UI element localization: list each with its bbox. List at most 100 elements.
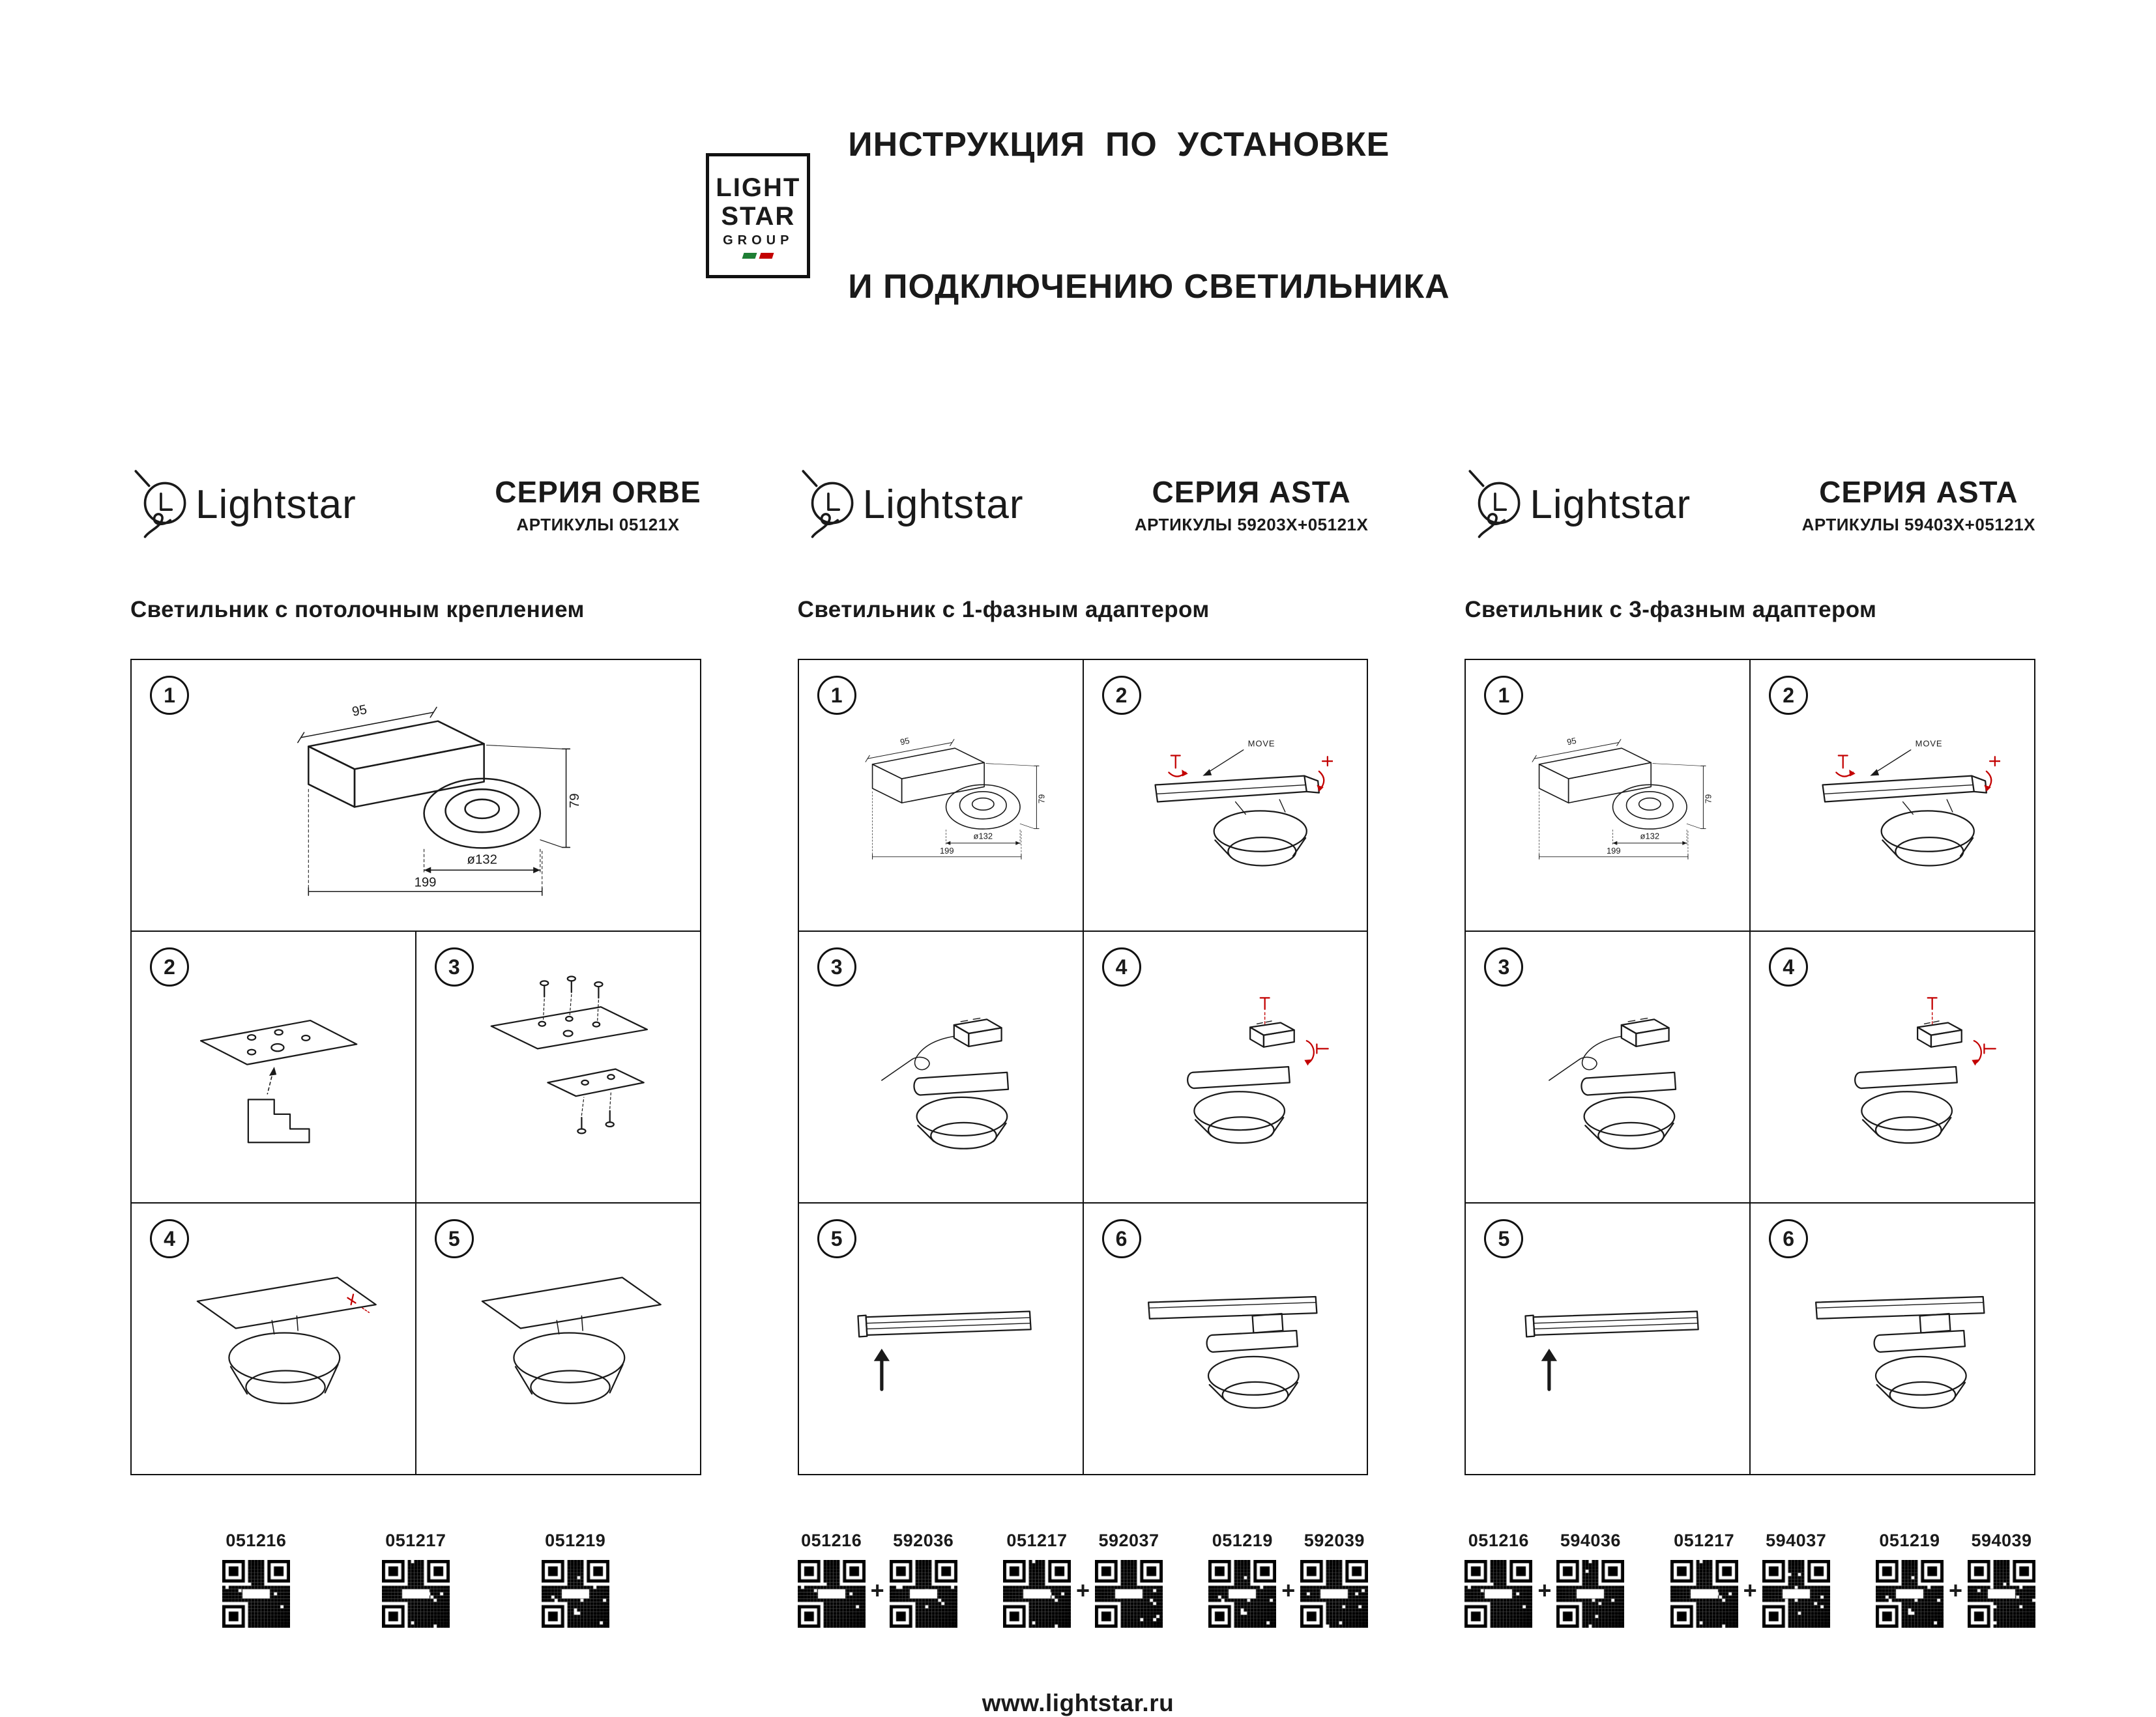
- plus-sign: +: [1948, 1577, 1962, 1604]
- adapter-fixing-drawing: [1854, 997, 1996, 1144]
- qr-code: [1208, 1560, 1277, 1628]
- fixture-dimensions-drawing: 95 79 ø132 199: [864, 736, 1046, 860]
- qr-code-pair: 051217 + 594037: [1670, 1531, 1830, 1628]
- instruction-columns: Lightstar СЕРИЯ ORBE АРТИКУЛЫ 05121X Све…: [0, 467, 2156, 1628]
- fixture-dimensions-drawing: 95 79 ø132 199: [297, 702, 582, 897]
- step-number: 5: [817, 1219, 856, 1259]
- step-number: 1: [817, 676, 856, 715]
- qr-code-block: 051216: [1464, 1531, 1533, 1628]
- step-cell: 1 95 79 ø132 199: [132, 660, 700, 931]
- qr-code: [1002, 1560, 1071, 1628]
- brand-name: Lightstar: [196, 482, 357, 527]
- adapter-wiring-drawing: [1548, 1017, 1676, 1149]
- step-cell: 3: [416, 932, 700, 1203]
- svg-text:95: 95: [899, 736, 910, 747]
- adapter-fixing-drawing: [1186, 997, 1329, 1144]
- brand-name: Lightstar: [1530, 482, 1691, 527]
- svg-text:199: 199: [1607, 846, 1621, 856]
- page-header: LIGHT STAR GROUP ИНСТРУКЦИЯ ПО УСТАНОВКЕ…: [0, 26, 2156, 405]
- page-title-line1: ИНСТРУКЦИЯ ПО УСТАНОВКЕ: [848, 125, 1390, 164]
- qr-code: [541, 1560, 609, 1628]
- series-name: СЕРИЯ ORBE: [495, 474, 701, 509]
- fixture-on-track-drawing: [1147, 1295, 1318, 1409]
- column-subtitle: Светильник с потолочным креплением: [130, 597, 585, 623]
- qr-code: [1670, 1560, 1738, 1628]
- article-number: 594037: [1766, 1531, 1827, 1551]
- article-number: 592039: [1304, 1531, 1365, 1551]
- lightstar-bulb-icon: [1468, 470, 1521, 539]
- qr-codes-row: 051216 051217 051219: [130, 1531, 701, 1628]
- qr-code: [222, 1560, 290, 1628]
- qr-code-block: 594036: [1556, 1531, 1625, 1628]
- step-cell: 4: [132, 1204, 415, 1475]
- series-name: СЕРИЯ ASTA: [1152, 474, 1351, 509]
- step-number: 4: [1101, 947, 1141, 987]
- article-number: 594039: [1971, 1531, 2032, 1551]
- brand-name: Lightstar: [862, 482, 1024, 527]
- step-number: 4: [1769, 947, 1809, 987]
- step-cell: 6: [1083, 1204, 1367, 1475]
- page-title-line2: И ПОДКЛЮЧЕНИЮ СВЕТИЛЬНИКА: [848, 267, 1450, 306]
- article-number: 051217: [385, 1531, 446, 1551]
- column-asta-1phase: Lightstar СЕРИЯ ASTA АРТИКУЛЫ 59203X+051…: [797, 467, 1369, 1628]
- step-number: 1: [1484, 676, 1524, 715]
- steps-grid: 1 95 79 ø132 199 2 3 4: [130, 659, 701, 1476]
- flag-red: [759, 252, 774, 259]
- step-cell: 3: [798, 932, 1083, 1203]
- qr-code-block: 051217: [381, 1531, 450, 1628]
- step-number: 3: [817, 947, 856, 987]
- step-cell: 2: [132, 932, 415, 1203]
- article-number: 051217: [1006, 1531, 1068, 1551]
- article-number: 051216: [801, 1531, 862, 1551]
- series-block: СЕРИЯ ORBE АРТИКУЛЫ 05121X: [495, 474, 701, 535]
- qr-code-block: 051219: [1875, 1531, 1944, 1628]
- svg-text:199: 199: [940, 846, 954, 856]
- logo-flag-marks: [742, 252, 774, 259]
- qr-code-block: 592039: [1300, 1531, 1369, 1628]
- adapter-wiring-drawing: [881, 1017, 1010, 1149]
- qr-codes-row: 051216 + 592036 051217 + 592037: [797, 1531, 1369, 1628]
- logo-text: LIGHT: [716, 173, 801, 202]
- step-number: 6: [1101, 1219, 1141, 1259]
- mounted-fixture-drawing: [481, 1277, 662, 1404]
- svg-text:79: 79: [568, 793, 582, 808]
- qr-code: [797, 1560, 866, 1628]
- qr-code-block: 051216: [222, 1531, 290, 1628]
- qr-code-block: 051217: [1670, 1531, 1738, 1628]
- step-cell: 6: [1751, 1204, 2035, 1475]
- step-cell: 1 95 79 ø132 199: [1466, 660, 1750, 931]
- column-asta-3phase: Lightstar СЕРИЯ ASTA АРТИКУЛЫ 59403X+051…: [1464, 467, 2036, 1628]
- brand-row: Lightstar СЕРИЯ ORBE АРТИКУЛЫ 05121X: [130, 467, 701, 541]
- footer-url: www.lightstar.ru: [982, 1690, 1174, 1717]
- qr-code: [1300, 1560, 1369, 1628]
- qr-code: [381, 1560, 450, 1628]
- series-block: СЕРИЯ ASTA АРТИКУЛЫ 59403X+05121X: [1802, 474, 2035, 535]
- qr-code-block: 051219: [541, 1531, 609, 1628]
- qr-code: [1762, 1560, 1830, 1628]
- article-number: 051216: [226, 1531, 287, 1551]
- qr-code: [1464, 1560, 1533, 1628]
- page-title: ИНСТРУКЦИЯ ПО УСТАНОВКЕ И ПОДКЛЮЧЕНИЮ СВ…: [848, 26, 1449, 405]
- steps-grid: 1 95 79 ø132 199 2 MOVE 3: [797, 659, 1369, 1476]
- logo-text: GROUP: [723, 233, 794, 248]
- qr-code-block: 051219: [1208, 1531, 1277, 1628]
- svg-text:95: 95: [1566, 736, 1577, 747]
- svg-text:ø132: ø132: [1640, 831, 1660, 841]
- qr-codes-row: 051216 + 594036 051217 + 594037: [1464, 1531, 2035, 1628]
- plus-sign: +: [1743, 1577, 1757, 1604]
- step-number: 5: [434, 1219, 474, 1259]
- qr-code: [1875, 1560, 1944, 1628]
- qr-code: [889, 1560, 957, 1628]
- step-cell: 4: [1751, 932, 2035, 1203]
- qr-code-pair: 051217 + 592037: [1002, 1531, 1163, 1628]
- qr-code-pair: 051219 + 594039: [1875, 1531, 2035, 1628]
- article-number: 594036: [1560, 1531, 1621, 1551]
- qr-code-block: 594039: [1968, 1531, 2035, 1628]
- step-number: 2: [150, 947, 189, 987]
- article-number: 051216: [1468, 1531, 1529, 1551]
- series-name: СЕРИЯ ASTA: [1819, 474, 2018, 509]
- logo-text: STAR: [721, 201, 796, 231]
- plus-sign: +: [870, 1577, 884, 1604]
- svg-text:MOVE: MOVE: [1915, 738, 1942, 748]
- svg-text:MOVE: MOVE: [1248, 738, 1275, 748]
